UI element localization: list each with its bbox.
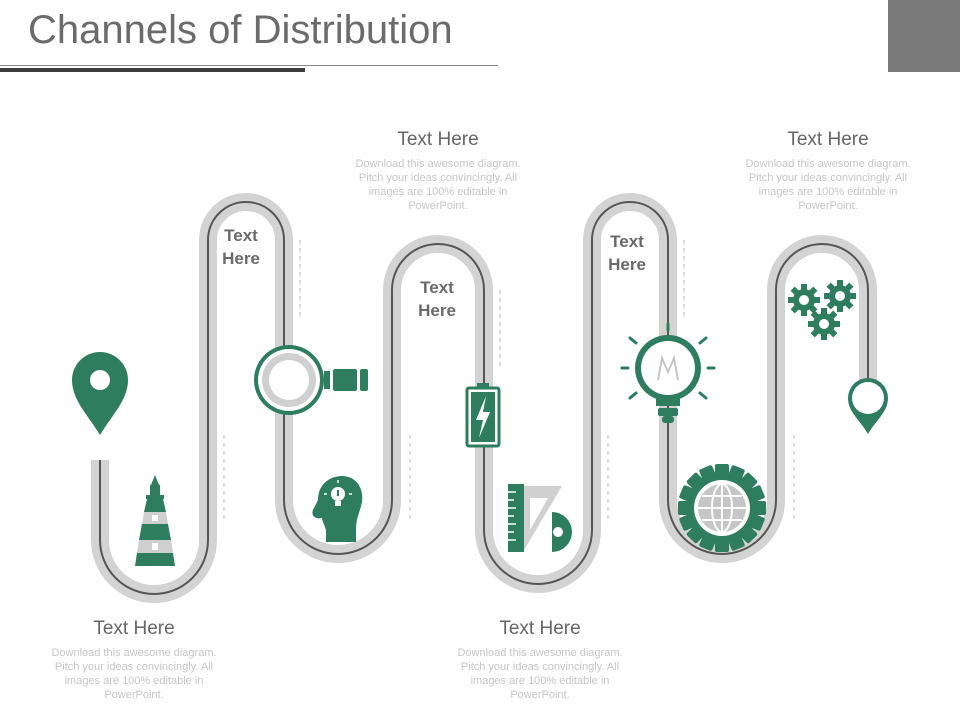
road-label-1: Text Here [222,226,260,268]
text-block-description: Download this awesome diagram. Pitch you… [745,158,911,212]
end-pin-icon [848,378,888,434]
text-block-heading: Text Here [93,618,175,639]
text-block-heading: Text Here [787,129,869,150]
lighthouse-icon [135,475,175,566]
head-idea-icon [312,476,363,542]
gears-icon [788,280,856,340]
ruler-protractor-icon [508,484,572,552]
text-block-2: Text Here Download this awesome diagram.… [342,129,534,213]
text-block-heading: Text Here [397,129,479,150]
road-label-2: Text Here [418,278,456,320]
text-block-1: Text Here Download this awesome diagram.… [38,618,230,702]
globe-gear-icon [659,445,785,571]
text-block-3: Text Here Download this awesome diagram.… [444,618,636,702]
page-title: Channels of Distribution [28,8,453,52]
title-divider [0,65,498,66]
magnifier-icon [254,345,368,415]
text-block-4: Text Here Download this awesome diagram.… [732,129,924,213]
dashed-guides [223,240,795,520]
title-accent-bar [0,68,305,72]
corner-block [888,0,960,72]
text-block-description: Download this awesome diagram. Pitch you… [457,647,623,701]
text-block-description: Download this awesome diagram. Pitch you… [51,647,217,701]
road-label-3: Text Here [608,232,646,274]
text-block-heading: Text Here [499,618,581,639]
lightbulb-icon [620,322,716,423]
map-pin-icon [72,352,128,435]
text-block-description: Download this awesome diagram. Pitch you… [355,158,521,212]
battery-icon [465,383,501,448]
